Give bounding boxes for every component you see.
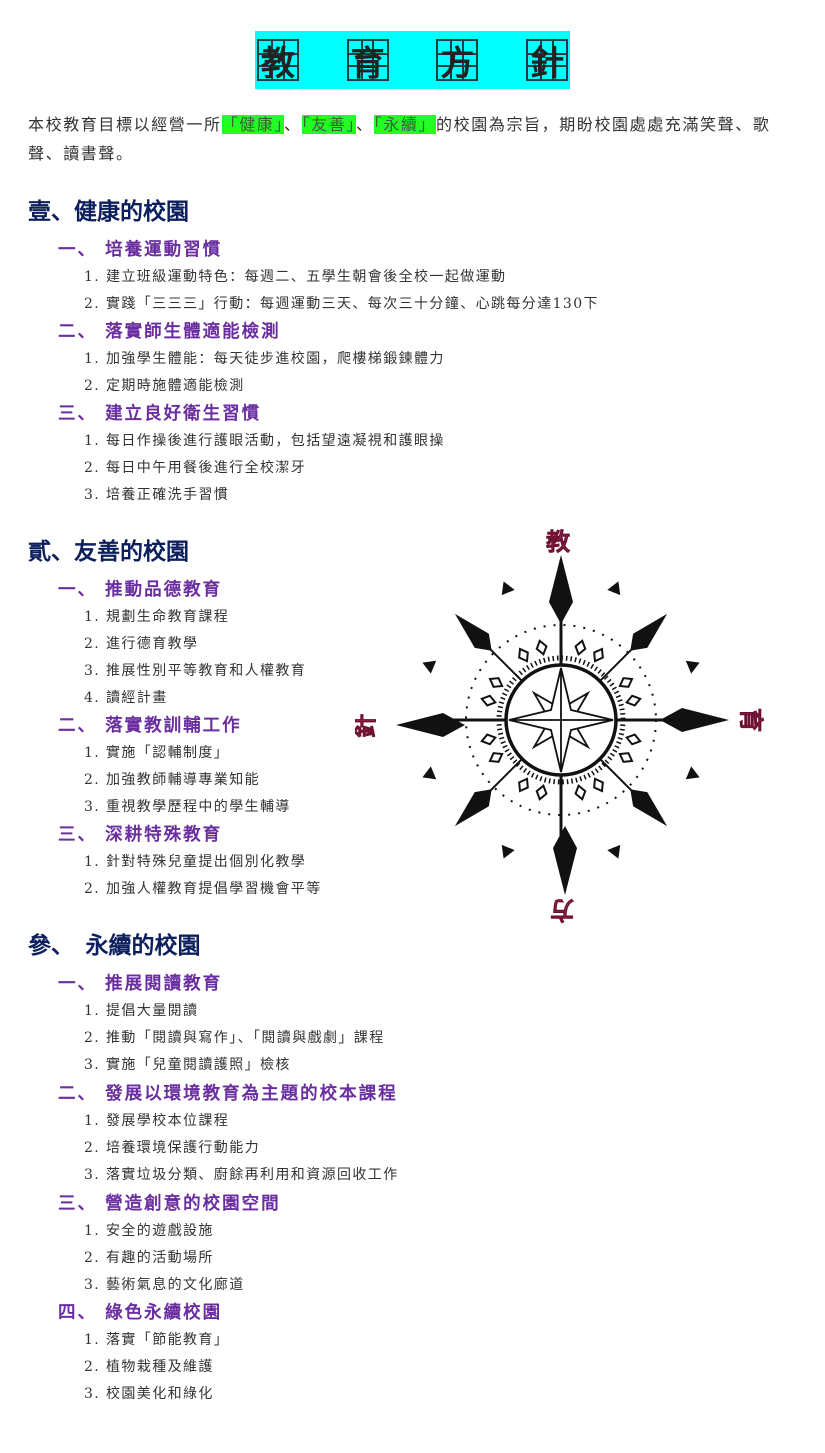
list-item: 1. 安全的遊戲設施 bbox=[84, 1223, 214, 1239]
list-item: 2. 推動「閱讀與寫作」、「閱讀與戲劇」課程 bbox=[84, 1030, 385, 1046]
list-item: 2. 定期時施體適能檢測 bbox=[84, 378, 245, 394]
section-heading: 貳、友善的校園 bbox=[28, 539, 189, 565]
title-char: 針 bbox=[525, 39, 568, 84]
subsection-heading: 一、 推動品德教育 bbox=[58, 580, 223, 600]
subsection-heading: 二、 落實師生體適能檢測 bbox=[58, 322, 281, 342]
compass-label-west: 針 bbox=[355, 714, 379, 738]
compass-rose-icon: 教 育 方 針 bbox=[355, 527, 766, 926]
list-item: 3. 推展性別平等教育和人權教育 bbox=[84, 663, 307, 679]
list-item: 1. 落實「節能教育」 bbox=[84, 1332, 230, 1348]
compass-label-north: 教 bbox=[546, 527, 571, 556]
subsection-heading: 一、 培養運動習慣 bbox=[58, 240, 223, 260]
section-heading: 參、 永續的校園 bbox=[28, 933, 201, 959]
list-item: 2. 每日中午用餐後進行全校潔牙 bbox=[84, 460, 307, 476]
highlight-healthy: 「健康」 bbox=[221, 115, 285, 134]
list-item: 3. 校園美化和綠化 bbox=[84, 1386, 214, 1402]
list-item: 1. 發展學校本位課程 bbox=[84, 1113, 230, 1129]
subsection-heading: 一、 推展閱讀教育 bbox=[58, 974, 223, 994]
list-item: 1. 每日作操後進行護眼活動，包括望遠凝視和護眼操 bbox=[84, 433, 445, 449]
separator: 、 bbox=[284, 115, 302, 134]
list-item: 2. 實踐「三三三」行動：每週運動三天、每次三十分鐘、心跳每分達130下 bbox=[84, 296, 599, 312]
list-item: 2. 加強教師輔導專業知能 bbox=[84, 772, 261, 788]
list-item: 3. 藝術氣息的文化廊道 bbox=[84, 1277, 245, 1293]
list-item: 1. 提倡大量閱讀 bbox=[84, 1003, 199, 1019]
subsection-heading: 三、 建立良好衛生習慣 bbox=[58, 404, 262, 424]
subsection-heading: 二、 落實教訓輔工作 bbox=[58, 716, 242, 736]
title-char: 教 bbox=[257, 39, 299, 84]
list-item: 1. 實施「認輔制度」 bbox=[84, 745, 230, 761]
subsection-heading: 三、 深耕特殊教育 bbox=[58, 825, 223, 845]
title-char: 育 bbox=[346, 39, 389, 84]
list-item: 2. 有趣的活動場所 bbox=[84, 1250, 214, 1266]
list-item: 1. 針對特殊兒童提出個別化教學 bbox=[84, 854, 307, 870]
list-item: 3. 落實垃圾分類、廚餘再利用和資源回收工作 bbox=[84, 1167, 399, 1183]
list-item: 3. 實施「兒童閱讀護照」檢核 bbox=[84, 1057, 291, 1073]
highlight-sustainable: 「永續」 bbox=[373, 115, 437, 134]
compass-label-south: 方 bbox=[550, 896, 574, 925]
intro-text: 本校教育目標以經營一所 bbox=[28, 115, 222, 134]
list-item: 2. 植物栽種及維護 bbox=[84, 1359, 214, 1375]
subsection-heading: 二、 發展以環境教育為主題的校本課程 bbox=[58, 1084, 398, 1104]
intro-text: 的校園為宗旨，期盼校園處處充滿笑聲、歌聲、讀書聲。 bbox=[28, 115, 771, 163]
compass-label-east: 育 bbox=[737, 708, 766, 732]
title-char: 方 bbox=[436, 39, 479, 84]
subsection-heading: 四、 綠色永續校園 bbox=[58, 1303, 223, 1323]
section-heading: 壹、健康的校園 bbox=[28, 199, 189, 225]
intro-paragraph: 本校教育目標以經營一所「健康」、「友善」、「永續」的校園為宗旨，期盼校園處處充滿… bbox=[28, 110, 803, 168]
list-item: 2. 進行德育教學 bbox=[84, 636, 199, 652]
list-item: 3. 重視教學歷程中的學生輔導 bbox=[84, 799, 291, 815]
list-item: 4. 讀經計畫 bbox=[84, 690, 168, 706]
list-item: 1. 規劃生命教育課程 bbox=[84, 609, 230, 625]
list-item: 1. 建立班級運動特色：每週二、五學生朝會後全校一起做運動 bbox=[84, 269, 507, 285]
list-item: 3. 培養正確洗手習慣 bbox=[84, 487, 230, 503]
list-item: 2. 加強人權教育提倡學習機會平等 bbox=[84, 881, 322, 897]
separator: 、 bbox=[356, 115, 374, 134]
list-item: 1. 加強學生體能：每天徒步進校園，爬樓梯鍛鍊體力 bbox=[84, 351, 445, 367]
page-title-banner: 教 育 方 針 bbox=[255, 31, 570, 89]
list-item: 2. 培養環境保護行動能力 bbox=[84, 1140, 261, 1156]
subsection-heading: 三、 營造創意的校園空間 bbox=[58, 1194, 281, 1214]
highlight-friendly: 「友善」 bbox=[301, 115, 357, 134]
